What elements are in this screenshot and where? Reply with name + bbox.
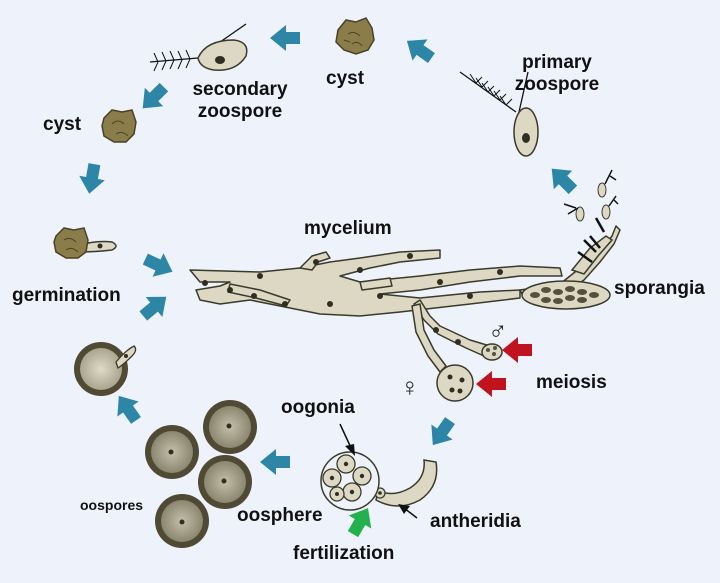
released-zoospores — [563, 169, 619, 222]
label-sporangia: sporangia — [614, 278, 705, 299]
label-secondary-zoospore: secondary zoospore — [180, 79, 300, 123]
oogonium-meiosis — [436, 364, 474, 402]
label-antheridia: antheridia — [430, 511, 521, 532]
label-germination: germination — [12, 285, 121, 306]
antheridium-hypha — [374, 459, 438, 507]
label-primary-zoospore-line1: primary — [522, 52, 592, 73]
label-mycelium: mycelium — [304, 218, 392, 239]
sporangium-filled — [521, 280, 611, 310]
hyphae-nuclei — [202, 253, 503, 345]
germinating-cyst — [53, 227, 117, 259]
label-oosphere: oosphere — [237, 505, 323, 526]
cycle-arrows — [79, 25, 578, 475]
label-primary-zoospore: primary zoospore — [502, 52, 612, 96]
oogonium-with-oospheres — [320, 451, 380, 511]
antheridium-meiosis — [481, 343, 503, 361]
cyst-top — [335, 17, 375, 55]
label-secondary-zoospore-line1: secondary — [192, 79, 288, 100]
secondary-zoospore — [149, 23, 248, 72]
meiosis-arrows — [476, 337, 532, 397]
label-meiosis: meiosis — [536, 372, 607, 393]
pointer-heads — [345, 444, 410, 514]
cyst-left — [101, 109, 137, 143]
oospores-cluster — [145, 400, 257, 548]
label-oospores: oospores — [80, 497, 144, 513]
female-symbol: ♀ — [400, 372, 420, 402]
primary-zoospore — [459, 71, 539, 157]
fertilization-arrow — [347, 508, 372, 538]
label-cyst-left: cyst — [43, 114, 82, 135]
label-primary-zoospore-line2: zoospore — [514, 74, 600, 95]
label-fertilization: fertilization — [293, 543, 395, 564]
oospore-germinating — [74, 342, 137, 396]
sporangium-releasing — [570, 217, 614, 275]
label-secondary-zoospore-line2: zoospore — [197, 101, 283, 122]
male-symbol: ♂ — [488, 316, 508, 346]
label-oogonia: oogonia — [281, 397, 355, 418]
label-cyst-top: cyst — [326, 68, 365, 89]
